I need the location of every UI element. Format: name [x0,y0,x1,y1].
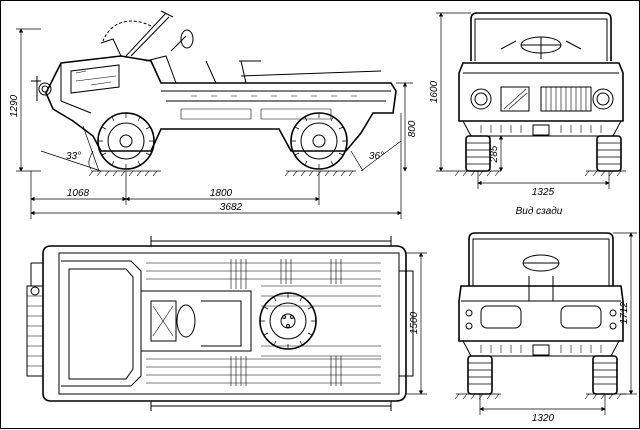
front-right-wheel [596,135,622,172]
front-clearance-label: 285 [489,145,500,163]
rear-left-panel [480,305,522,329]
side-steering-wheel [170,35,187,52]
side-front-wheel [97,112,155,170]
side-windscreen [125,12,170,57]
top-body-width-label: 1500 [409,311,420,334]
top-cockpit [140,290,252,352]
front-left-wheel [465,135,491,172]
side-body-height-label: 800 [407,120,418,137]
side-height-label: 1290 [9,94,20,117]
side-view: 1290 800 1068 1800 3682 33° 36° [9,10,418,219]
side-rear-wheel [290,112,348,170]
rear-right-wheel [592,355,618,395]
side-length-label: 3682 [220,202,243,213]
rear-left-wheel [467,355,493,395]
front-windscreen [470,12,612,61]
top-hull [42,245,407,402]
rear-view: 1712 1320 [454,232,637,424]
rear-right-panel [560,305,602,329]
rear-width-label: 1712 [619,301,630,324]
top-spare-wheel [259,292,317,350]
side-approach-angle-label: 33° [66,151,81,162]
front-track-label: 1325 [532,187,555,198]
front-view: 1600 285 1325 [429,12,626,198]
rear-windscreen [468,232,614,286]
rear-view-caption: Вид сзади [516,206,563,217]
side-ground [88,170,356,177]
rear-track-label: 1320 [532,413,555,424]
side-departure-angle-label: 36° [369,151,384,162]
side-hull [45,55,397,152]
side-front-overhang-label: 1068 [67,188,90,199]
rear-body [458,285,624,342]
front-left-headlight [470,88,492,110]
side-dimensions [16,28,413,219]
side-wheelbase-label: 1800 [210,188,233,199]
front-height-label: 1600 [429,80,440,103]
top-front-bumper [26,285,44,377]
top-floor-slats [146,259,381,386]
top-view: 1500 [26,236,427,411]
front-right-headlight [592,88,614,110]
front-body [458,62,624,122]
